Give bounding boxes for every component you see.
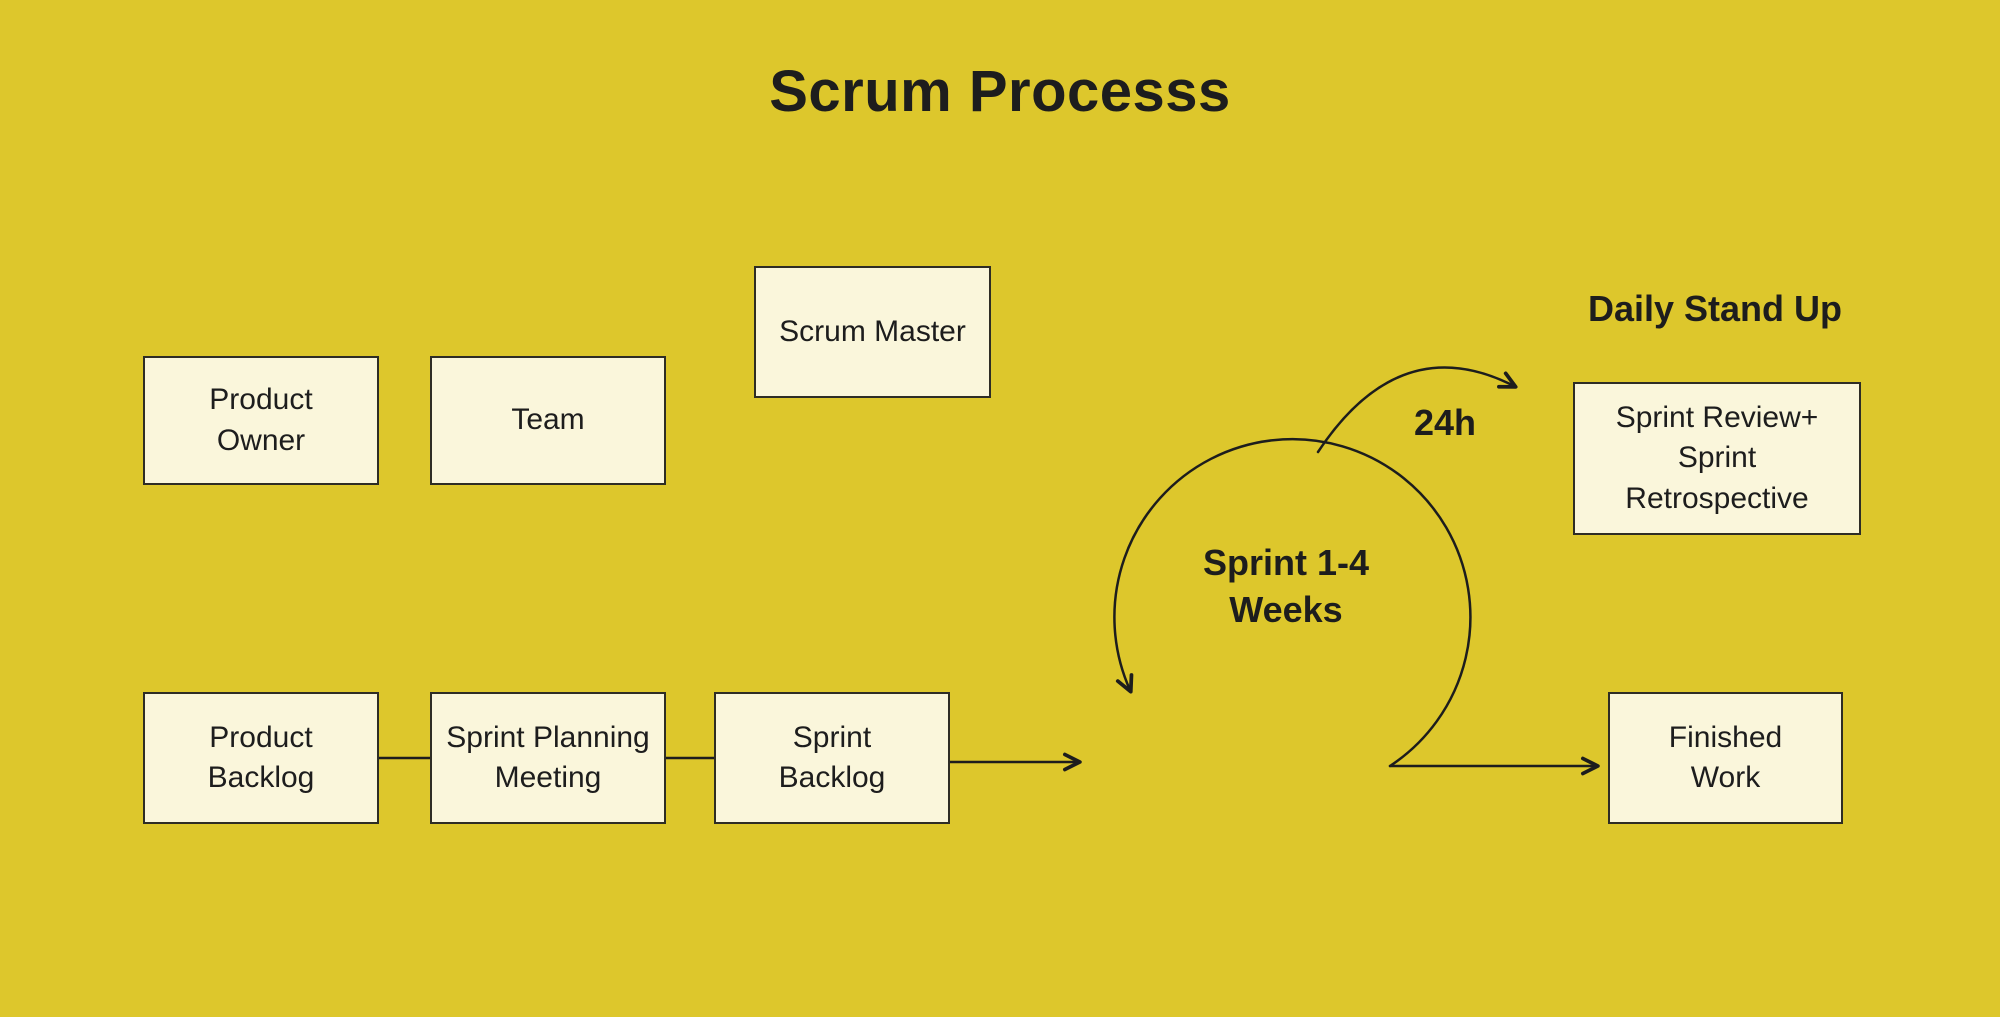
cycle-time-24h-label: 24h [1413,402,1477,443]
node-product-owner-label: Product Owner [209,383,313,457]
daily-standup-24h-arrow [1316,366,1518,454]
node-finished-work-label: Finished Work [1668,720,1783,795]
node-scrum-master-label: Scrum Master [779,314,966,348]
daily-stand-up-label: Daily Stand Up [1587,288,1843,329]
node-product-backlog: Product Backlog [143,692,379,824]
node-sprint-backlog-label: Sprint Backlog [778,720,886,795]
node-sprint-review-retrospective-label: Sprint Review+ Sprint Retrospective [1615,400,1819,515]
node-finished-work: Finished Work [1608,692,1843,824]
sprint-cycle-circle-arrow [1113,437,1472,768]
node-team-label: Team [511,403,585,437]
page-title: Scrum Processs [769,59,1231,124]
sprint-duration-label: Sprint 1-4 Weeks [1202,542,1370,630]
node-product-backlog-label: Product Backlog [207,720,315,795]
node-scrum-master: Scrum Master [754,266,991,398]
node-sprint-planning-meeting-label: Sprint Planning Meeting [446,720,650,795]
node-sprint-review-retrospective: Sprint Review+ Sprint Retrospective [1573,382,1861,535]
node-team: Team [430,356,666,485]
node-sprint-backlog: Sprint Backlog [714,692,950,824]
node-sprint-planning-meeting: Sprint Planning Meeting [430,692,666,824]
node-product-owner: Product Owner [143,356,379,485]
